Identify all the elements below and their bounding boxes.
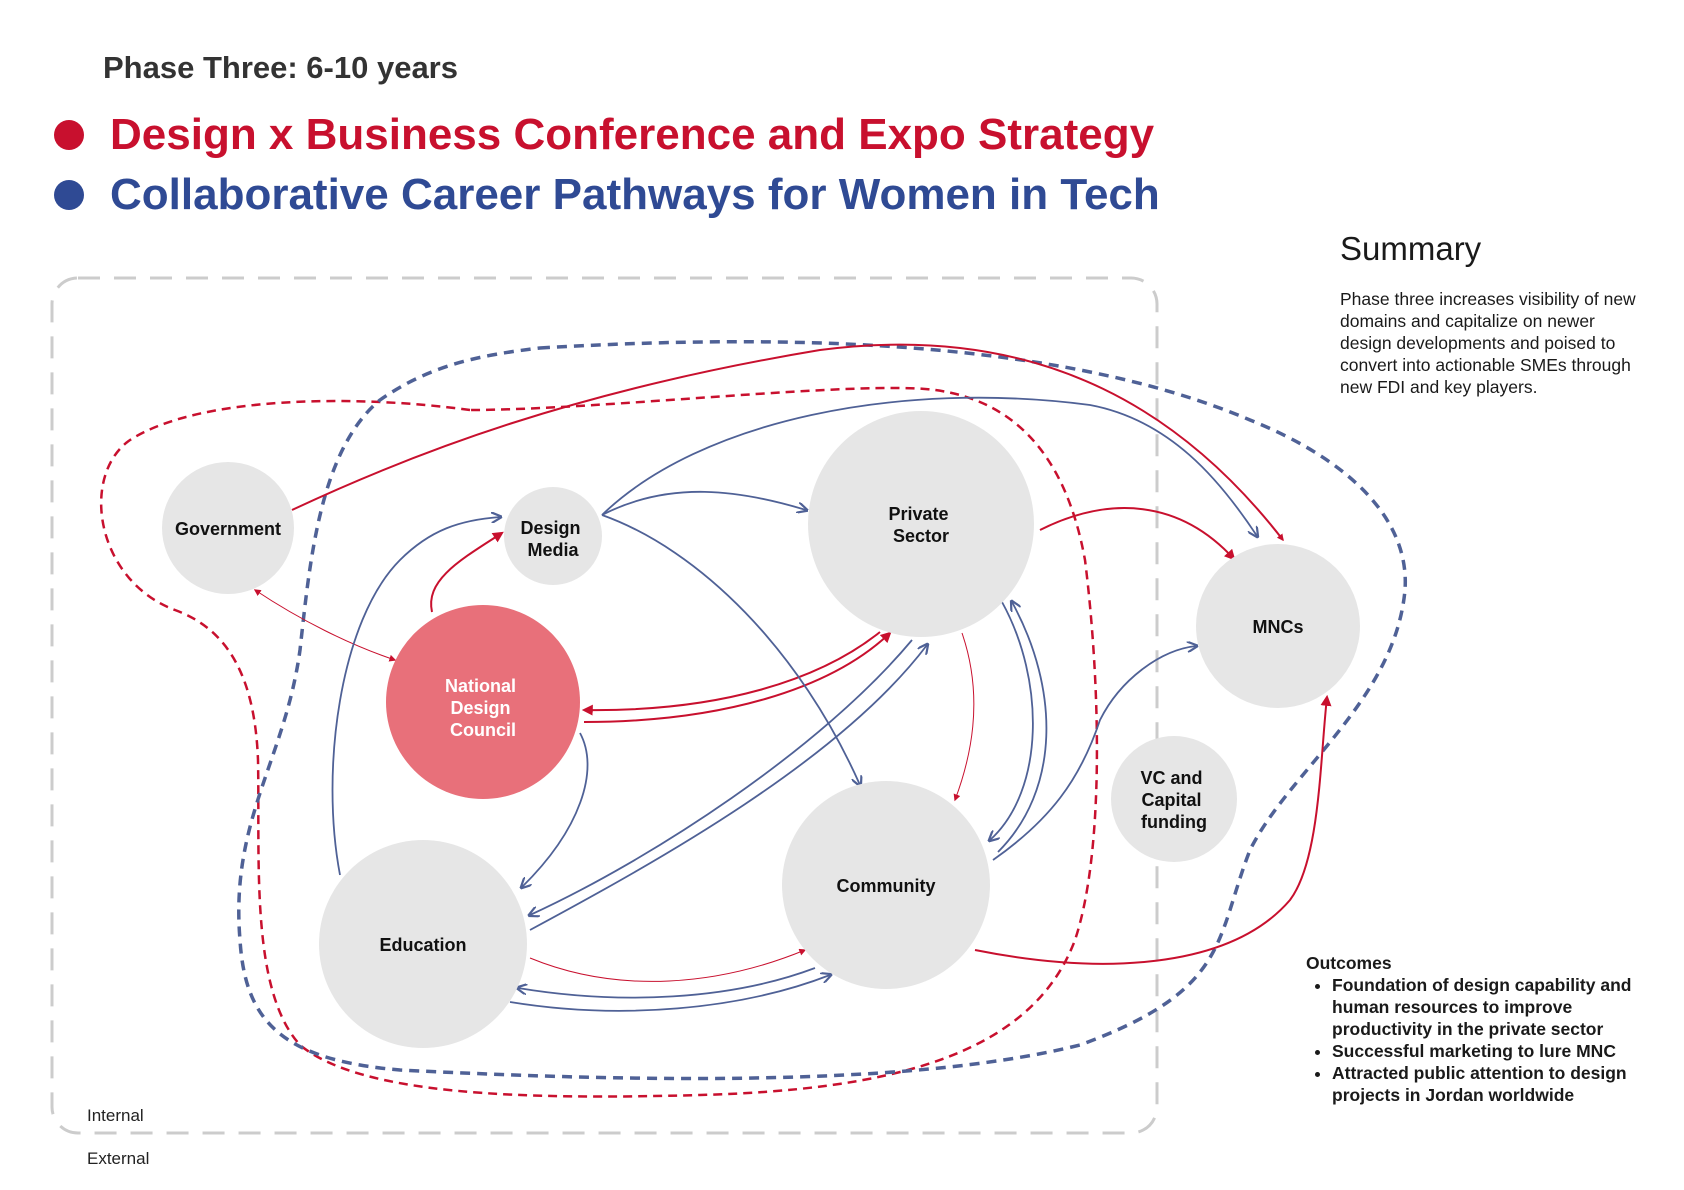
node-design-media: Design Media (504, 487, 602, 585)
node-mncs-label: MNCs (1252, 617, 1303, 637)
node-national-design-council-circle (386, 605, 580, 799)
edge-designmedia-privatesector (601, 490, 806, 516)
edge-ndc-education (522, 732, 589, 887)
node-private-sector-circle (808, 411, 1034, 637)
outcomes: Outcomes Foundation of design capability… (1306, 952, 1676, 1106)
node-national-design-council-label: National Design Council (445, 676, 521, 740)
node-national-design-council: National Design Council (386, 605, 580, 799)
edge-privatesector-community (953, 632, 975, 802)
internal-boundary (50, 276, 1159, 1135)
strategy-label: Collaborative Career Pathways for Women … (110, 170, 1160, 219)
edge-designmedia-mncs (601, 396, 1257, 536)
strategy-design-business: Design x Business Conference and Expo St… (54, 110, 1154, 160)
edge-education-community (529, 948, 807, 982)
node-education-label: Education (379, 935, 466, 955)
edge-government-mncs (291, 343, 1284, 542)
node-education: Education (319, 840, 527, 1048)
edge-education-community-blue (509, 975, 830, 1012)
node-education-circle (319, 840, 527, 1048)
edge-designmedia-community (601, 514, 860, 785)
edge-community-education (518, 967, 816, 999)
outcome-item: Attracted public attention to design pro… (1332, 1062, 1676, 1106)
outcomes-title: Outcomes (1306, 953, 1392, 973)
edge-education-privatesector (529, 645, 927, 931)
node-community-circle (782, 781, 990, 989)
node-community-label: Community (837, 876, 936, 896)
node-mncs-circle (1196, 544, 1360, 708)
node-vc-capital-funding: VC and Capital funding (1111, 736, 1237, 862)
edge-education-designmedia (331, 517, 501, 876)
edge-government-ndc (253, 589, 397, 662)
blue-dot-icon (54, 180, 84, 210)
node-vc-capital-funding-label: VC and Capital funding (1140, 768, 1207, 832)
edge-privatesector-education (530, 639, 913, 915)
edge-community-mncs-blue (992, 646, 1196, 861)
strategy-women-in-tech: Collaborative Career Pathways for Women … (54, 170, 1160, 220)
red-strategy-boundary (99, 386, 1099, 1098)
edge-community-mncs (974, 694, 1332, 965)
node-private-sector-label: Private Sector (888, 504, 953, 546)
outcome-item: Foundation of design capability and huma… (1332, 974, 1676, 1040)
node-design-media-circle (504, 487, 602, 585)
node-mncs: MNCs (1196, 544, 1360, 708)
edge-ndc-privatesector (583, 631, 892, 723)
edge-community-privatesector (997, 602, 1048, 853)
node-community: Community (782, 781, 990, 989)
red-dot-icon (54, 120, 84, 150)
summary-text: Phase three increases visibility of new … (1340, 289, 1636, 397)
internal-label: Internal (87, 1106, 144, 1125)
edge-ndc-designmedia (430, 531, 504, 613)
phase-title: Phase Three: 6-10 years (103, 50, 458, 85)
outcomes-list: Foundation of design capability and huma… (1306, 974, 1676, 1106)
summary-title: Summary (1340, 230, 1482, 267)
node-private-sector: Private Sector (808, 411, 1034, 637)
node-government-circle (162, 462, 294, 594)
outcome-item: Successful marketing to lure MNC (1332, 1040, 1676, 1062)
strategy-label: Design x Business Conference and Expo St… (110, 110, 1155, 159)
node-vc-capital-funding-circle (1111, 736, 1237, 862)
node-design-media-label: Design Media (520, 518, 585, 560)
edge-privatesector-community-1 (990, 601, 1034, 840)
node-government-label: Government (175, 519, 281, 539)
node-government: Government (162, 462, 294, 594)
edge-privatesector-ndc (581, 631, 881, 716)
external-label: External (87, 1149, 150, 1168)
edge-privatesector-mncs (1039, 507, 1236, 561)
